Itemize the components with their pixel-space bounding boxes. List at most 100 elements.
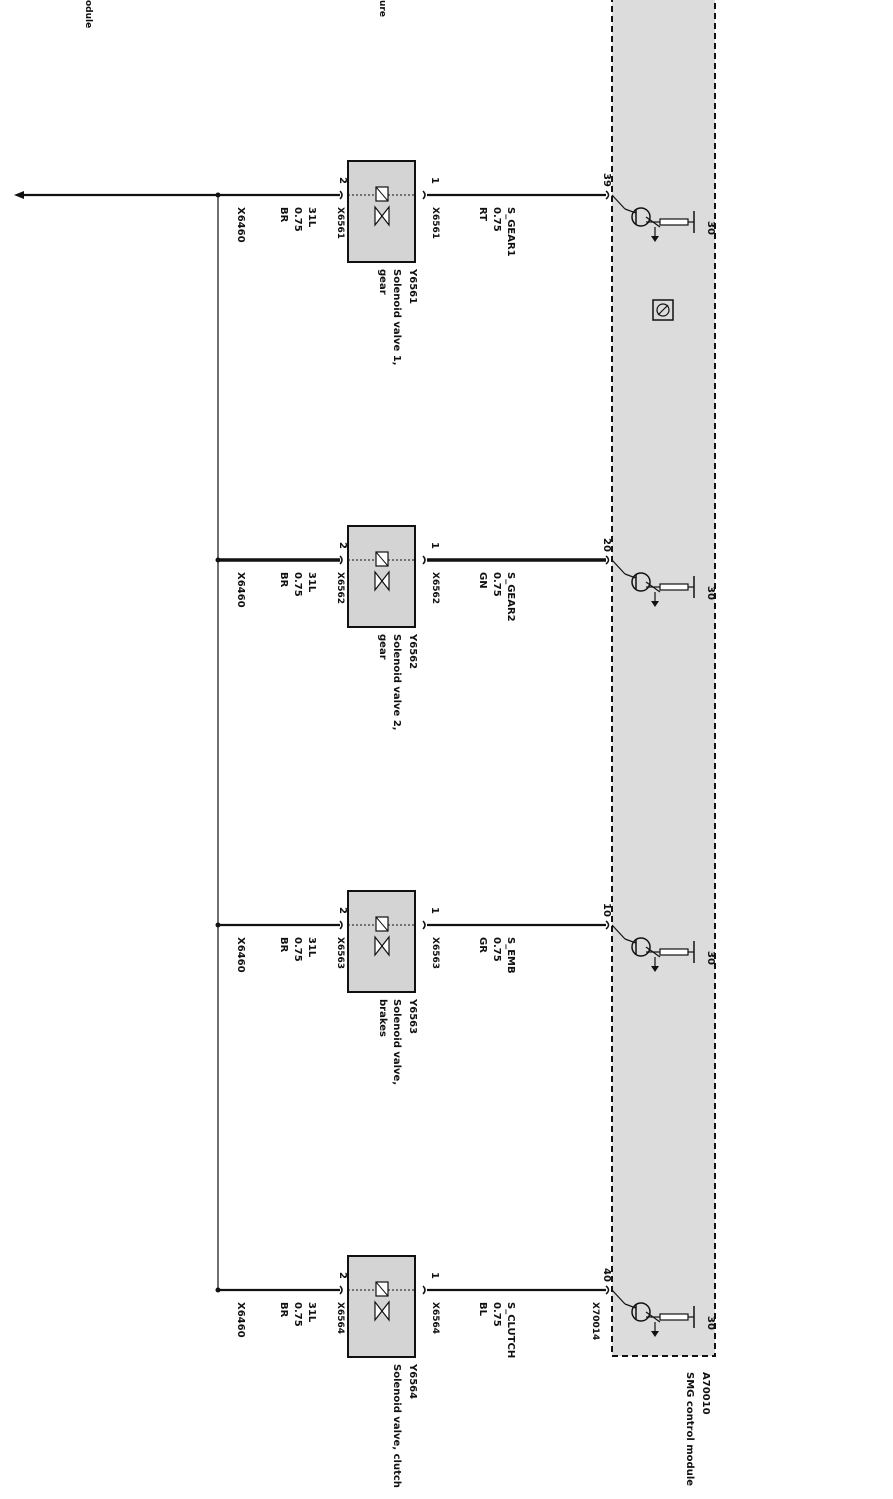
- solenoid-valve-icon: [374, 916, 390, 957]
- ground-wire-size: 0.75: [292, 937, 303, 962]
- valve-id: Y6562: [407, 633, 418, 669]
- driver-transistor-icon: [611, 924, 695, 972]
- solenoid-valve-box: [347, 890, 416, 993]
- module-pin-number: 20: [601, 538, 612, 552]
- module-pin-number: 10: [601, 903, 612, 917]
- valve-connector-pin1: X6563: [430, 937, 440, 969]
- valve-description-2: gear: [377, 269, 388, 295]
- valve-connector-pin2: X6563: [335, 937, 345, 969]
- valve-connector-pin1: X6564: [430, 1302, 440, 1334]
- valve-description: Solenoid valve, clutch: [391, 1364, 402, 1488]
- pin1-number: 1: [429, 177, 440, 184]
- signal-wire-color: BL: [477, 1302, 488, 1317]
- module-symbol-icon: [652, 299, 674, 321]
- pin1-terminal: [422, 190, 426, 200]
- ground-wire-id: 31L: [306, 207, 317, 228]
- module-pin-number: 40: [601, 1268, 612, 1282]
- signal-wire-size: 0.75: [491, 1302, 502, 1327]
- driver-transistor-icon: [611, 194, 695, 242]
- signal-wire-color: GN: [477, 572, 488, 589]
- pin2-terminal: [339, 190, 343, 200]
- module-name: SMG control module: [684, 1372, 695, 1486]
- module-reference-pin: 30: [705, 221, 716, 235]
- pin1-number: 1: [429, 542, 440, 549]
- valve-connector-pin1: X6561: [430, 207, 440, 239]
- module-pin-terminal: [605, 555, 610, 565]
- top-fragment-right: ure: [377, 0, 387, 17]
- signal-wire-size: 0.75: [491, 207, 502, 232]
- ground-connector-label: X6460: [235, 937, 246, 973]
- module-id: A70010: [700, 1372, 711, 1415]
- module-pin-terminal: [605, 1285, 610, 1295]
- driver-transistor-icon: [611, 1289, 695, 1337]
- valve-id: Y6563: [407, 998, 418, 1034]
- valve-description: Solenoid valve 2,: [391, 634, 402, 731]
- pin2-number: 2: [337, 907, 348, 914]
- pin2-terminal: [339, 1285, 343, 1295]
- valve-id: Y6564: [407, 1363, 418, 1399]
- valve-connector-pin2: X6562: [335, 572, 345, 604]
- signal-name: S_GEAR1: [505, 207, 516, 257]
- pin2-terminal: [339, 920, 343, 930]
- valve-connector-pin1: X6562: [430, 572, 440, 604]
- ground-wire-color: BR: [278, 1302, 289, 1318]
- ground-wire-size: 0.75: [292, 207, 303, 232]
- pin1-number: 1: [429, 907, 440, 914]
- ground-connector-label: X6460: [235, 572, 246, 608]
- solenoid-valve-icon: [374, 186, 390, 227]
- signal-wire-size: 0.75: [491, 572, 502, 597]
- pin2-number: 2: [337, 177, 348, 184]
- pin1-terminal: [422, 1285, 426, 1295]
- signal-wire-color: RT: [477, 207, 488, 221]
- ground-wire-size: 0.75: [292, 572, 303, 597]
- module-reference-pin: 30: [705, 586, 716, 600]
- valve-description: Solenoid valve 1,: [391, 269, 402, 366]
- signal-name: S_CLUTCH: [505, 1302, 516, 1358]
- module-reference-pin: 30: [705, 1316, 716, 1330]
- ground-wire-color: BR: [278, 937, 289, 953]
- solenoid-valve-box: [347, 160, 416, 263]
- ground-connector-label: X6460: [235, 1302, 246, 1338]
- signal-wire-color: GR: [477, 937, 488, 953]
- signal-name: S_EMB: [505, 937, 516, 974]
- pin1-number: 1: [429, 1272, 440, 1279]
- module-reference-pin: 30: [705, 951, 716, 965]
- ground-wire-id: 31L: [306, 937, 317, 958]
- valve-connector-pin2: X6561: [335, 207, 345, 239]
- valve-connector-pin2: X6564: [335, 1302, 345, 1334]
- module-connector: X70014: [590, 1302, 600, 1340]
- pin2-terminal: [339, 555, 343, 565]
- pin1-terminal: [422, 920, 426, 930]
- signal-name: S_GEAR2: [505, 572, 516, 622]
- valve-description-2: gear: [377, 634, 388, 660]
- driver-transistor-icon: [611, 559, 695, 607]
- ground-connector-label: X6460: [235, 207, 246, 243]
- ground-wire-color: BR: [278, 572, 289, 588]
- ground-wire-size: 0.75: [292, 1302, 303, 1327]
- valve-description: Solenoid valve,: [391, 999, 402, 1085]
- solenoid-valve-box: [347, 525, 416, 628]
- pin1-terminal: [422, 555, 426, 565]
- pin2-number: 2: [337, 542, 348, 549]
- ground-arrow-icon: [14, 191, 24, 199]
- ground-wire-id: 31L: [306, 1302, 317, 1323]
- solenoid-valve-box: [347, 1255, 416, 1358]
- solenoid-valve-icon: [374, 1281, 390, 1322]
- ground-wire-color: BR: [278, 207, 289, 223]
- valve-id: Y6561: [407, 268, 418, 304]
- valve-description-2: brakes: [377, 999, 388, 1037]
- solenoid-valve-icon: [374, 551, 390, 592]
- pin2-number: 2: [337, 1272, 348, 1279]
- module-pin-terminal: [605, 190, 610, 200]
- module-pin-number: 39: [601, 173, 612, 187]
- top-fragment-left: odule: [83, 0, 93, 28]
- signal-wire-size: 0.75: [491, 937, 502, 962]
- smg-control-module-box: [611, 0, 716, 1357]
- module-pin-terminal: [605, 920, 610, 930]
- ground-wire-id: 31L: [306, 572, 317, 593]
